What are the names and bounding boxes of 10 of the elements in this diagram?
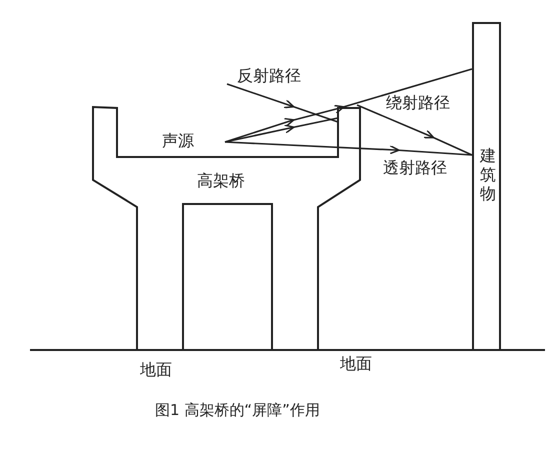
caption: 图1 高架桥的“屏障”作用 bbox=[155, 403, 320, 418]
ground-label: 地面 bbox=[340, 356, 372, 372]
path-label: 透射路径 bbox=[383, 160, 447, 176]
path-label: 反射路径 bbox=[237, 68, 301, 84]
viaduct-outline bbox=[92, 105, 362, 351]
building-label: 建筑物 bbox=[480, 146, 496, 204]
source-label: 声源 bbox=[162, 133, 194, 149]
path-label: 绕射路径 bbox=[386, 95, 450, 111]
viaduct-label: 高架桥 bbox=[197, 173, 245, 189]
building-outline bbox=[472, 22, 501, 351]
